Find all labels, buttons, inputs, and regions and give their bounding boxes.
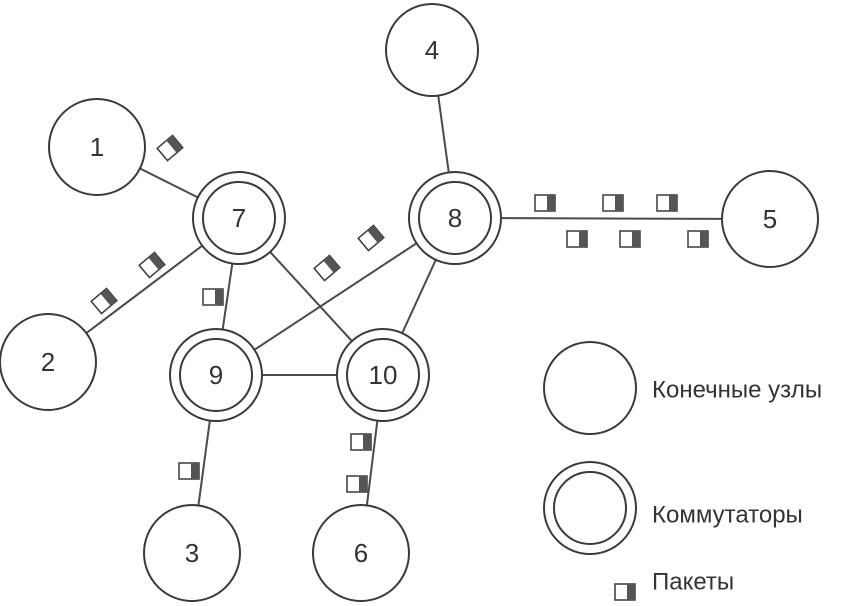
legend-switch-symbol-inner	[553, 471, 627, 545]
legend-end-node-symbol	[543, 341, 637, 435]
legend-packets-label: Пакеты	[652, 569, 734, 596]
node-circle	[143, 504, 241, 602]
switch-node-10: 10	[336, 328, 430, 422]
end-node-5: 5	[721, 170, 819, 268]
packet-icon	[346, 475, 368, 493]
packets-layer	[90, 134, 709, 493]
switch-node-9: 9	[169, 328, 263, 422]
node-label: 7	[232, 203, 246, 233]
edges-layer	[47, 49, 771, 554]
node-inner-circle	[418, 181, 492, 255]
packet-icon	[178, 462, 200, 480]
edge-8-9	[215, 217, 456, 376]
packet-icon	[534, 194, 556, 212]
node-label: 3	[185, 538, 199, 568]
node-label: 10	[369, 360, 398, 390]
node-label: 5	[763, 204, 777, 234]
node-circle	[385, 3, 479, 97]
end-node-2: 2	[0, 313, 97, 411]
legend-switches-label: Коммутаторы	[652, 502, 803, 529]
node-inner-circle	[346, 338, 420, 412]
edge-8-5	[454, 217, 771, 220]
packet-icon	[602, 194, 624, 212]
packet-icon	[687, 230, 709, 248]
node-label: 8	[448, 203, 462, 233]
node-inner-circle	[202, 181, 276, 255]
packet-icon	[350, 433, 372, 451]
legend: Конечные узлы Коммутаторы Пакеты	[543, 341, 822, 601]
end-node-3: 3	[143, 504, 241, 602]
node-label: 2	[41, 347, 55, 377]
packet-icon	[156, 134, 184, 162]
node-circle	[48, 98, 146, 196]
packet-icon	[90, 287, 118, 315]
node-circle	[0, 313, 97, 411]
legend-end-nodes-label: Конечные узлы	[652, 377, 822, 404]
packet-icon	[566, 230, 588, 248]
packet-icon	[357, 224, 385, 252]
node-label: 4	[425, 35, 439, 65]
packet-icon	[138, 251, 166, 279]
packet-icon	[202, 288, 224, 306]
switch-node-8: 8	[408, 171, 502, 265]
packet-icon	[656, 194, 678, 212]
end-node-6: 6	[312, 504, 410, 602]
node-label: 6	[354, 538, 368, 568]
legend-packet-icon	[614, 583, 636, 601]
node-circle	[721, 170, 819, 268]
nodes-layer: 1 2 3 4 5 6 7 8 9 10	[0, 3, 819, 602]
end-node-4: 4	[385, 3, 479, 97]
node-inner-circle	[179, 338, 253, 412]
node-circle	[312, 504, 410, 602]
packet-icon	[313, 254, 341, 282]
switch-node-7: 7	[192, 171, 286, 265]
node-label: 1	[90, 132, 104, 162]
end-node-1: 1	[48, 98, 146, 196]
packet-icon	[619, 230, 641, 248]
node-label: 9	[209, 360, 223, 390]
